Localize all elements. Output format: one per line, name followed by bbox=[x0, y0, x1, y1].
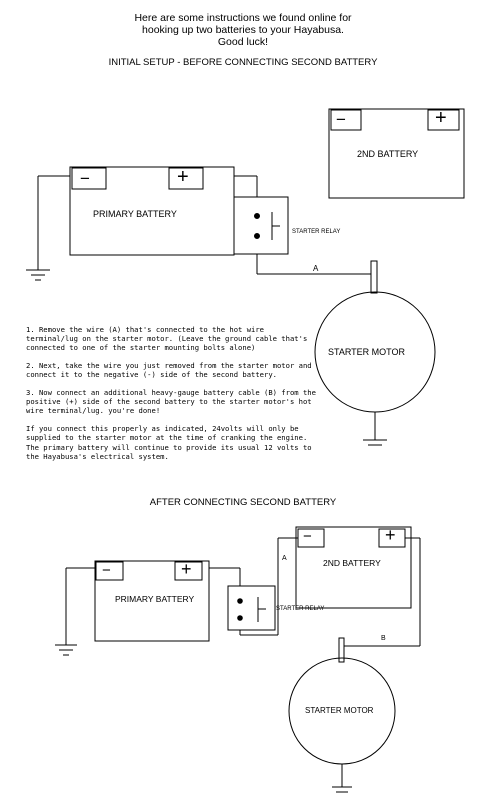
second-battery-label: 2ND BATTERY bbox=[323, 558, 381, 568]
second-battery-box bbox=[295, 526, 412, 609]
plus-icon: + bbox=[435, 107, 447, 129]
minus-icon: − bbox=[303, 528, 312, 545]
instruction-note: If you connect this properly as indicate… bbox=[26, 424, 312, 461]
primary-battery-box bbox=[94, 560, 210, 642]
primary-battery-label: PRIMARY BATTERY bbox=[115, 594, 195, 604]
instruction-step: 1. Remove the wire (A) that's connected … bbox=[26, 325, 308, 353]
after-heading: AFTER CONNECTING SECOND BATTERY bbox=[149, 497, 337, 508]
second-battery-label: 2ND BATTERY bbox=[357, 149, 419, 159]
primary-battery-pos-terminal bbox=[168, 167, 204, 190]
instruction-step: 3. Now connect an additional heavy-gauge… bbox=[26, 388, 316, 416]
starter-relay-label: STARTER RELAY bbox=[292, 229, 341, 235]
primary-battery-neg-terminal bbox=[95, 561, 124, 581]
starter-relay-box bbox=[227, 585, 276, 631]
starter-relay-box bbox=[233, 196, 289, 255]
primary-battery-label: PRIMARY BATTERY bbox=[93, 209, 177, 219]
relay-contact bbox=[254, 213, 260, 219]
second-battery-neg-terminal bbox=[330, 109, 362, 131]
initial-setup-heading: INITIAL SETUP - BEFORE CONNECTING SECOND… bbox=[108, 57, 378, 68]
plus-icon: + bbox=[177, 166, 189, 188]
starter-motor-label: STARTER MOTOR bbox=[305, 706, 374, 715]
relay-contact bbox=[237, 615, 243, 621]
primary-battery-pos-terminal bbox=[174, 561, 203, 581]
starter-relay-label: STARTER RELAY bbox=[276, 606, 325, 612]
starter-terminal bbox=[338, 637, 345, 663]
instructions: 1. Remove the wire (A) that's connected … bbox=[26, 325, 316, 469]
wire-a-label: A bbox=[313, 264, 319, 273]
starter-motor-label: STARTER MOTOR bbox=[328, 347, 406, 357]
starter-terminal bbox=[370, 260, 378, 294]
intro-line: Here are some instructions we found onli… bbox=[134, 12, 352, 24]
wire-a-label: A bbox=[282, 555, 287, 562]
relay-contact bbox=[237, 598, 243, 604]
plus-icon: + bbox=[385, 525, 396, 545]
relay-contact bbox=[254, 233, 260, 239]
instruction-step: 2. Next, take the wire you just removed … bbox=[26, 361, 312, 380]
minus-icon: − bbox=[336, 110, 346, 129]
plus-icon: + bbox=[181, 559, 192, 579]
intro-line: hooking up two batteries to your Hayabus… bbox=[142, 24, 344, 36]
second-battery-box bbox=[328, 108, 465, 199]
minus-icon: − bbox=[102, 562, 111, 579]
wire-b-label: B bbox=[381, 635, 386, 642]
intro-line: Good luck! bbox=[217, 36, 269, 48]
primary-battery-neg-terminal bbox=[71, 167, 107, 190]
intro-text: Here are some instructions we found onli… bbox=[0, 12, 486, 48]
second-battery-pos-terminal bbox=[427, 109, 460, 131]
minus-icon: − bbox=[80, 169, 90, 188]
